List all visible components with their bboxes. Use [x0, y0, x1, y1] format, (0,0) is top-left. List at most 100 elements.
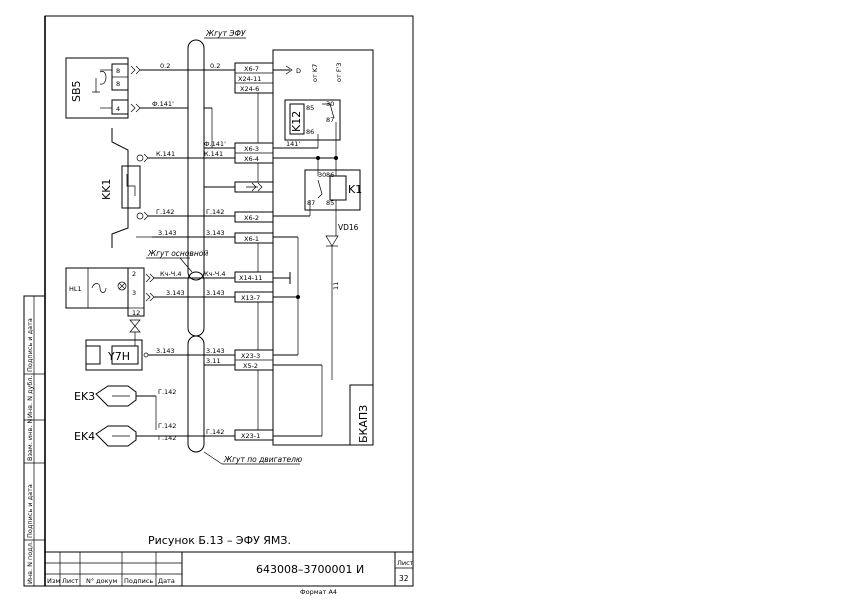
wire-z143-hl-left: 3.143: [166, 289, 185, 297]
sb5-switch: SB5 8 8 4: [65, 57, 141, 119]
wire-g142-x23: Г.142: [206, 428, 224, 436]
ek4-label: EK4: [74, 430, 95, 443]
harness-efu-bundle: [187, 39, 205, 281]
conn-x23-3: X23-3: [241, 352, 260, 360]
wiring: [136, 65, 338, 437]
sb5-pin-4: 4: [116, 105, 120, 113]
conn-x6-2: X6-2: [244, 214, 259, 222]
connector-block-top: X6-7 X24-11 X24-6: [234, 62, 274, 94]
y7h-label: Y7H: [107, 350, 130, 363]
ek4-heater: EK4: [74, 425, 137, 447]
connector-block-x6: X6-3 X6-4 X6-2 X6-1: [234, 142, 274, 244]
side-vzam-inv: Взам. инв. N: [26, 419, 34, 461]
conn-x6-3: X6-3: [244, 145, 259, 153]
hl1-pin-2: 2: [132, 270, 136, 278]
sheet-label: Лист: [397, 559, 414, 567]
k1-pin-85: 85: [326, 199, 334, 207]
wire-z143-hl-right: 3.143: [206, 289, 225, 297]
harness-main-bundle: [187, 271, 205, 337]
wire-kch-left: Кч-Ч.4: [160, 270, 181, 278]
kk1-label: KK1: [100, 179, 113, 200]
wire-f141-left: Ф.141': [152, 100, 174, 108]
conn-x6-4: X6-4: [244, 155, 259, 163]
hl1-lamp: HL1 2 3 12: [65, 267, 155, 317]
hl1-pin-12: 12: [132, 309, 140, 317]
conn-x5-2: X5-2: [243, 362, 258, 370]
wire-141: 141': [286, 140, 300, 148]
k1-pin-86: 86: [326, 171, 334, 179]
wire-kch-right: Кч-Ч.4: [204, 270, 225, 278]
ek3-label: EK3: [74, 390, 95, 403]
doc-number: 643008–3700001 И: [256, 563, 364, 576]
sheet-number: 32: [399, 574, 409, 583]
wire-from-f3: от F'3: [335, 63, 343, 83]
k1-label: K1: [348, 183, 362, 196]
bkap-label: БКАПЗ: [357, 405, 370, 443]
connector-block-mid: X14-11 X13-7 X23-3 X5-2 X23-1: [234, 271, 274, 441]
figure-caption: Рисунок Б.13 – ЭФУ ЯМЗ.: [148, 534, 291, 547]
side-inv-podl: Инв. N подл.: [26, 541, 34, 584]
col-doc: N° докум: [86, 577, 117, 585]
col-izm: Изм: [47, 577, 60, 585]
wire-g142-ek3: Г.142: [158, 388, 176, 396]
wire-g142-left: Г.142: [156, 208, 174, 216]
side-inv-dubl: Инв. N дубл.: [26, 375, 34, 418]
col-list: Лист: [62, 577, 79, 585]
wire-02-right: 0.2: [210, 62, 220, 70]
wire-11: 11: [332, 282, 340, 290]
wire-to-d: D: [296, 67, 301, 75]
relay-k1: K1 30 86 87 85: [304, 169, 362, 211]
sb5-pin-8: 8: [116, 67, 120, 75]
conn-x23-1: X23-1: [241, 432, 260, 440]
harness-efu-label: Жгут ЭФУ: [205, 29, 246, 38]
k12-label: K12: [290, 111, 303, 132]
ek3-heater: EK3: [74, 385, 137, 407]
side-stamp: Подпись и дата Инв. N дубл. Взам. инв. N…: [23, 295, 46, 587]
wire-z143-y7-left: 3.143: [156, 347, 175, 355]
k1-pin-87: 87: [307, 199, 315, 207]
side-sign-date-1: Подпись и дата: [26, 318, 34, 372]
hl1-pin-3: 3: [132, 289, 136, 297]
hl1-label: HL1: [69, 285, 82, 293]
k12-pin-85: 85: [306, 104, 314, 112]
relay-k12: K12 85 86 30 87: [284, 99, 341, 141]
conn-x6-7: X6-7: [244, 65, 259, 73]
conn-x24-6: X24-6: [240, 85, 259, 93]
col-date: Дата: [158, 577, 175, 585]
bkap-unit: [272, 49, 374, 446]
wire-z143-left: 3.143: [158, 229, 177, 237]
k1-pin-30: 30: [318, 171, 326, 179]
wire-f141-right: Ф.141': [204, 140, 226, 148]
k12-pin-86: 86: [306, 128, 314, 136]
wire-g142-ek4b: Г.142: [158, 434, 176, 442]
kk1-sensor: KK1: [100, 128, 152, 248]
wire-z143-right: 3.143: [206, 229, 225, 237]
harness-main-label: Жгут основной: [147, 249, 208, 258]
sb5-pin-8b: 8: [116, 80, 120, 88]
wire-311: 3.11: [206, 357, 220, 365]
wire-from-k7: от K7: [311, 64, 319, 82]
wire-labels: 0.2 0.2 Ф.141' Ф.141' К.141 К.141 141' Г…: [152, 62, 343, 442]
format-label: Формат А4: [300, 588, 337, 596]
harness-engine-bundle: [187, 335, 205, 453]
conn-x6-1: X6-1: [244, 235, 259, 243]
y7h-valve: Y7H: [85, 319, 149, 371]
diode-vd16: VD16: [325, 223, 359, 247]
side-sign-date-2: Подпись и дата: [26, 484, 34, 538]
conn-x14-11: X14-11: [239, 274, 262, 282]
sb5-label: SB5: [70, 80, 83, 102]
wire-02-left: 0.2: [160, 62, 170, 70]
col-sign: Подпись: [124, 577, 153, 585]
conn-x13-7: X13-7: [241, 294, 260, 302]
wire-k141-left: К.141: [156, 150, 175, 158]
wire-k141-right: К.141: [204, 150, 223, 158]
conn-x24-11: X24-11: [238, 75, 261, 83]
vd16-label: VD16: [338, 223, 359, 232]
k12-pin-87: 87: [326, 116, 334, 124]
wire-z143-y7-right: 3.143: [206, 347, 225, 355]
harness-engine-label: Жгут по двигателю: [223, 455, 302, 464]
title-block: Изм Лист N° докум Подпись Дата 643008–37…: [44, 551, 414, 596]
wire-g142-right: Г.142: [206, 208, 224, 216]
wire-g142-ek4a: Г.142: [158, 422, 176, 430]
